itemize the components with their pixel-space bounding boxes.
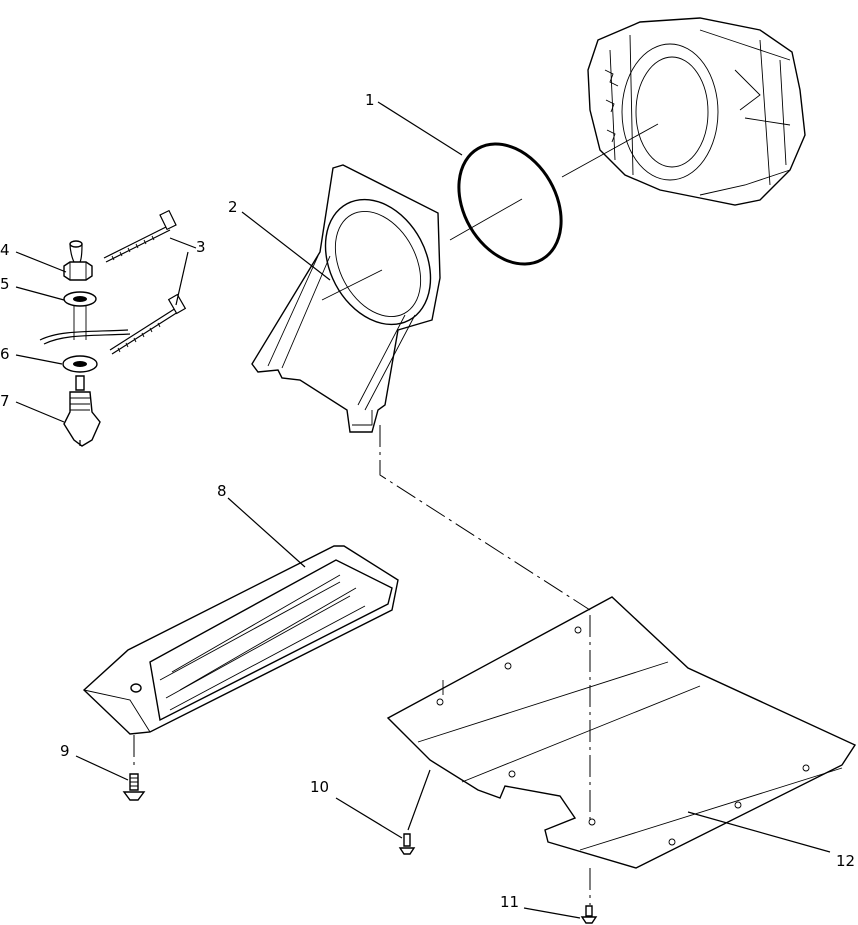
callout-10: 10 [310, 778, 329, 796]
callout-5: 5 [0, 275, 10, 293]
callout-12: 12 [836, 852, 855, 870]
wire-lead [39, 306, 131, 345]
intake-duct [251, 164, 441, 433]
screw-11 [580, 905, 598, 924]
callout-8: 8 [217, 482, 227, 500]
o-ring [457, 142, 563, 266]
intake-grate [82, 545, 399, 735]
screw-lower [109, 293, 187, 355]
leader-lines [15, 101, 831, 919]
callout-1: 1 [365, 91, 375, 109]
callout-11: 11 [500, 893, 519, 911]
washer-upper [63, 291, 97, 307]
callout-9: 9 [60, 742, 70, 760]
hose-fitting [69, 240, 83, 263]
screw-9 [122, 773, 146, 801]
callout-4: 4 [0, 241, 10, 259]
callout-6: 6 [0, 345, 10, 363]
callout-3: 3 [196, 238, 206, 256]
screw-upper [103, 209, 177, 263]
sensor-fitting [63, 375, 101, 447]
center-line-upper [449, 123, 659, 241]
ride-plate [386, 596, 857, 869]
pump-housing [587, 17, 806, 206]
washer-lower [62, 355, 98, 373]
callout-7: 7 [0, 392, 10, 410]
nut [63, 261, 93, 281]
alignment-line-duct-to-plate [379, 425, 591, 611]
screw-10 [398, 833, 416, 855]
center-line-duct [321, 269, 383, 301]
callout-2: 2 [228, 198, 238, 216]
